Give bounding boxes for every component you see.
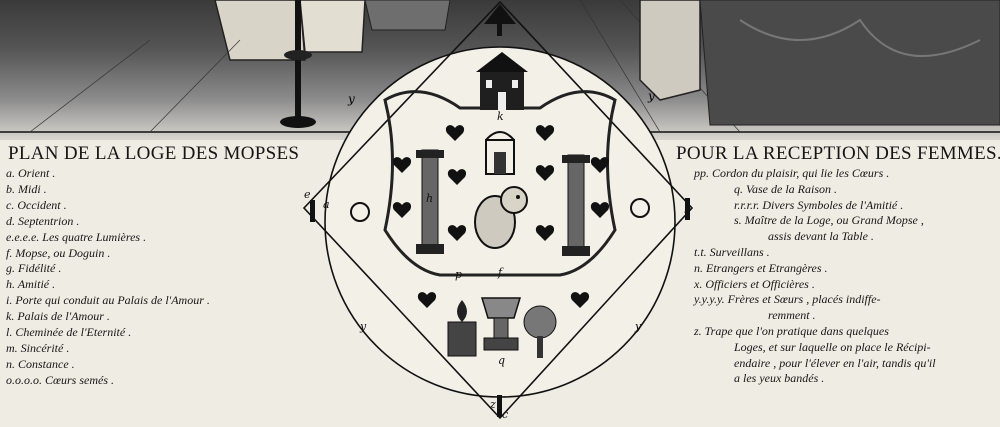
candle-icon — [497, 395, 502, 417]
heart-icon — [590, 157, 610, 173]
altar-flame-icon — [447, 300, 477, 357]
heart-icon — [417, 292, 437, 308]
legend-item: assis devant la Table . — [768, 229, 874, 244]
legend-item: q. Vase de la Raison . — [734, 181, 837, 196]
scattered-hearts — [392, 125, 610, 308]
legend-item: h. Amitié . — [6, 277, 56, 292]
heart-icon — [447, 169, 467, 185]
tree-icon — [523, 305, 557, 358]
label-e: e — [304, 188, 311, 201]
heart-icon — [392, 157, 412, 173]
legend-item: r.r.r.r. Divers Symboles de l'Amitié . — [734, 197, 904, 212]
legend-item: e.e.e.e. Les quatre Lumières . — [6, 229, 147, 244]
svg-text:y: y — [347, 92, 355, 106]
label-k: k — [497, 110, 504, 123]
heart-icon — [445, 125, 465, 141]
legend-item: y.y.y.y. Frères et Sœurs , placés indiff… — [694, 292, 881, 307]
legend-item: f. Mopse, ou Doguin . — [6, 245, 111, 260]
label-q: q — [498, 354, 505, 367]
label-p: p — [455, 268, 462, 281]
palace-of-love-icon — [476, 52, 528, 110]
plan-title-right: POUR LA RECEPTION DES FEMMES. — [676, 143, 1000, 164]
legend-item: s. Maître de la Loge, ou Grand Mopse , — [734, 213, 924, 228]
label-f: f — [497, 266, 504, 279]
label-z: z — [489, 398, 496, 411]
heart-icon — [590, 202, 610, 218]
legend-item: pp. Cordon du plaisir, qui lie les Cœurs… — [694, 166, 890, 180]
legend-item: t.t. Surveillans . — [694, 244, 770, 259]
legend-item: a. Orient . — [6, 166, 56, 180]
label-y-left: y — [359, 320, 367, 333]
lodge-diamond — [302, 0, 694, 420]
heart-icon — [535, 165, 555, 181]
label-y-right: y — [634, 320, 642, 333]
label-a: a — [323, 198, 330, 211]
candle-icon — [310, 200, 315, 222]
legend-item: o.o.o.o. Cœurs semés . — [6, 372, 115, 387]
legend-item: b. Midi . — [6, 181, 47, 196]
scene-illustration: y y — [0, 0, 1000, 133]
legend-item: c. Occident . — [6, 197, 67, 212]
legend-item: n. Etrangers et Etrangères . — [694, 260, 828, 275]
legend-item: n. Constance . — [6, 356, 75, 371]
heart-icon — [392, 202, 412, 218]
label-h: h — [426, 192, 433, 205]
heart-icon — [447, 225, 467, 241]
legend-item: remment . — [768, 308, 816, 323]
legend-item: g. Fidélité . — [6, 261, 62, 276]
vase-of-reason-icon — [480, 297, 522, 351]
pillar-friendship-icon — [562, 154, 590, 256]
legend-right: pp. Cordon du plaisir, qui lie les Cœurs… — [694, 166, 994, 387]
lodge-plan-diagram: a b c e f h k p q y y z — [302, 0, 694, 421]
heart-icon — [570, 292, 590, 308]
label-c: c — [502, 408, 508, 421]
door-of-palace-icon — [485, 131, 515, 175]
candle-icon — [497, 24, 502, 36]
legend-item: i. Porte qui conduit au Palais de l'Amou… — [6, 293, 210, 308]
legend-item: Loges, et sur laquelle on place le Récip… — [734, 339, 931, 354]
legend-item: k. Palais de l'Amour . — [6, 309, 110, 324]
heart-icon — [535, 125, 555, 141]
pillar-fidelity-icon — [416, 149, 444, 254]
legend-left: a. Orient . b. Midi . c. Occident . d. S… — [6, 166, 336, 389]
legend-item: m. Sincérité . — [6, 340, 70, 355]
heart-icon — [535, 225, 555, 241]
legend-item: z. Trape que l'on pratique dans quelques — [694, 323, 889, 338]
apex-triangle-icon — [484, 4, 516, 24]
svg-text:y: y — [647, 89, 655, 103]
legend-item: l. Cheminée de l'Eternité . — [6, 325, 132, 340]
legend-item: d. Septentrion . — [6, 213, 80, 228]
legend-item: x. Officiers et Officières . — [694, 276, 815, 291]
plan-title-left: PLAN DE LA LOGE DES MOPSES — [8, 143, 300, 164]
legend-item: a les yeux bandés . — [734, 371, 825, 386]
pug-dog-icon — [474, 186, 528, 249]
legend-item: endaire , pour l'élever en l'air, tandis… — [734, 355, 936, 370]
candle-icon — [685, 198, 690, 220]
four-lights — [310, 24, 690, 417]
label-b: b — [684, 203, 691, 216]
